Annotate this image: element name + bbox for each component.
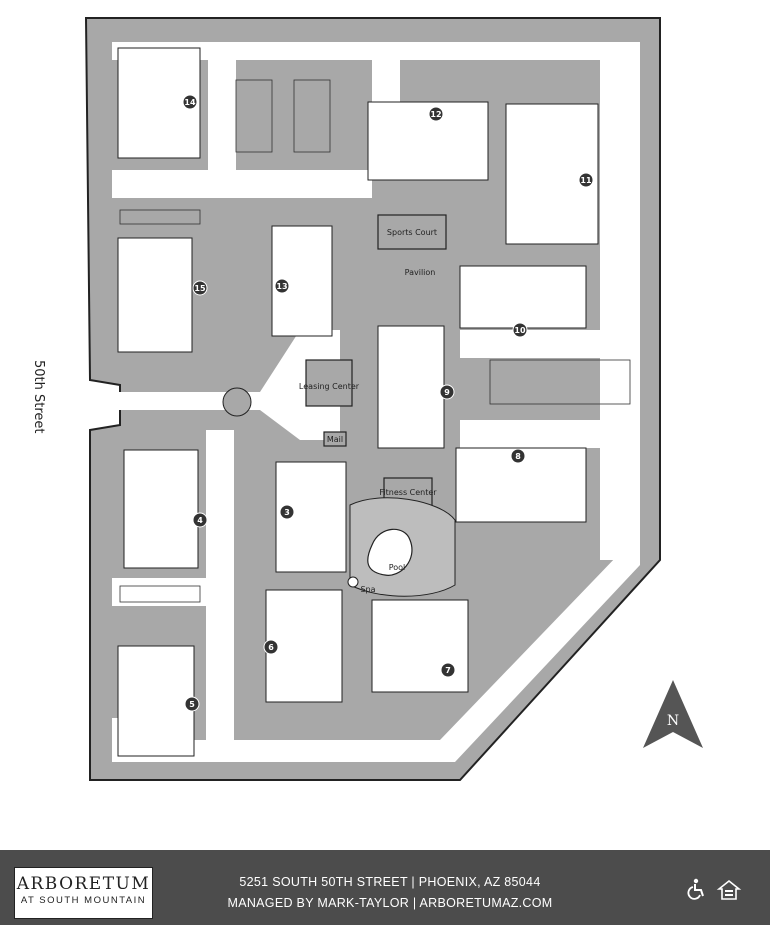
pool xyxy=(367,528,413,576)
address-text: 5251 SOUTH 50TH STREET | PHOENIX, AZ 850… xyxy=(239,875,541,889)
mail-label: Mail xyxy=(327,435,343,444)
north-arrow-icon xyxy=(643,680,703,748)
building-7-number: 7 xyxy=(445,666,451,675)
building-5-number: 5 xyxy=(189,700,195,709)
footer: ARBORETUM AT SOUTH MOUNTAIN 5251 SOUTH 5… xyxy=(0,850,770,925)
building-4-number: 4 xyxy=(197,516,203,525)
logo-line1: ARBORETUM xyxy=(16,874,151,894)
pool-label: Pool xyxy=(389,563,406,572)
spa xyxy=(347,576,359,588)
leasing-center-label: Leasing Center xyxy=(299,382,360,391)
building-10-number: 10 xyxy=(514,326,526,335)
roundabout xyxy=(222,387,252,417)
wheelchair-icon xyxy=(687,878,704,900)
site-map: 3 4 5 6 7 8 9 10 11 12 13 14 15 Sports C… xyxy=(84,17,703,781)
building-11-number: 11 xyxy=(580,176,592,185)
street-label: 50th Street xyxy=(31,360,46,434)
building-8-number: 8 xyxy=(515,452,521,461)
building-9-number: 9 xyxy=(444,388,450,397)
logo: ARBORETUM AT SOUTH MOUNTAIN xyxy=(14,867,153,919)
equal-housing-icon xyxy=(716,879,742,900)
logo-line2: AT SOUTH MOUNTAIN xyxy=(20,895,147,906)
pavilion-label: Pavilion xyxy=(405,268,436,277)
building-3-number: 3 xyxy=(284,508,290,517)
building-15-number: 15 xyxy=(194,284,206,293)
footer-text: 5251 SOUTH 50TH STREET | PHOENIX, AZ 850… xyxy=(175,872,605,914)
building-6-number: 6 xyxy=(268,643,274,652)
north-label: N xyxy=(667,713,679,729)
building-12-number: 12 xyxy=(430,110,441,119)
fitness-center-label: Fitness Center xyxy=(379,488,437,497)
spa-label: Spa xyxy=(360,585,375,594)
building-13-number: 13 xyxy=(276,282,287,291)
parking-stalls xyxy=(119,79,631,603)
building-14-number: 14 xyxy=(184,98,196,107)
sports-court-label: Sports Court xyxy=(387,228,437,237)
building-badges xyxy=(182,94,594,712)
managed-text: MANAGED BY MARK-TAYLOR | ARBORETUMAZ.COM xyxy=(227,896,553,910)
